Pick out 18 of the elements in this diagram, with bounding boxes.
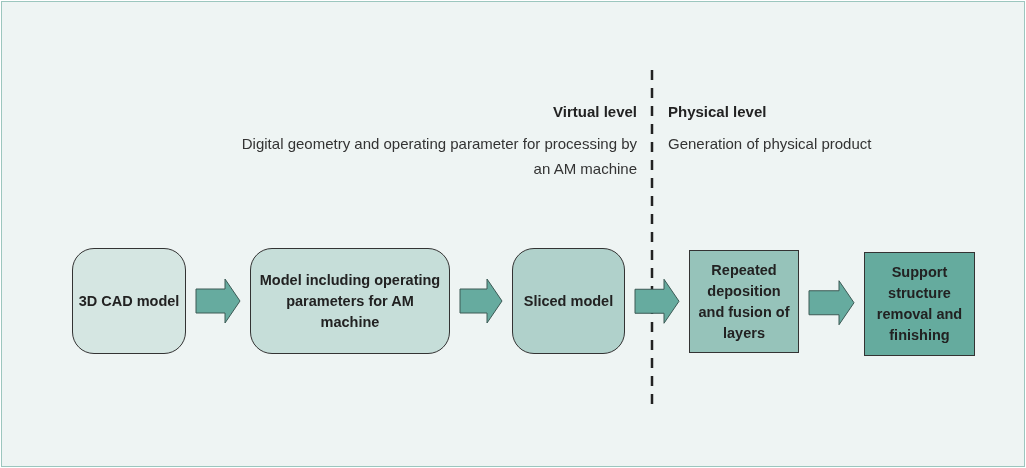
process-box (250, 248, 450, 354)
box-text: Support structure removal and finishing (875, 263, 964, 345)
box-text: 3D CAD model (78, 291, 180, 311)
step-box (689, 250, 799, 353)
block-arrow (808, 280, 855, 326)
level-heading: Virtual level (553, 102, 637, 122)
box-text: Sliced model (523, 291, 614, 311)
block-arrow (634, 278, 680, 324)
level-heading: Physical level (668, 102, 767, 122)
level-description: Generation of physical product (668, 134, 873, 154)
level-description: Digital geometry and operating parameter for processing by an AM machine (240, 134, 637, 179)
block-arrow (459, 278, 503, 324)
process-box (72, 248, 186, 354)
process-box (512, 248, 625, 354)
box-text: Repeated deposition and fusion of layers (697, 260, 791, 343)
block-arrow (195, 278, 241, 324)
box-text: Model including operating parameters for AM machine (258, 270, 442, 332)
step-box (864, 252, 975, 356)
